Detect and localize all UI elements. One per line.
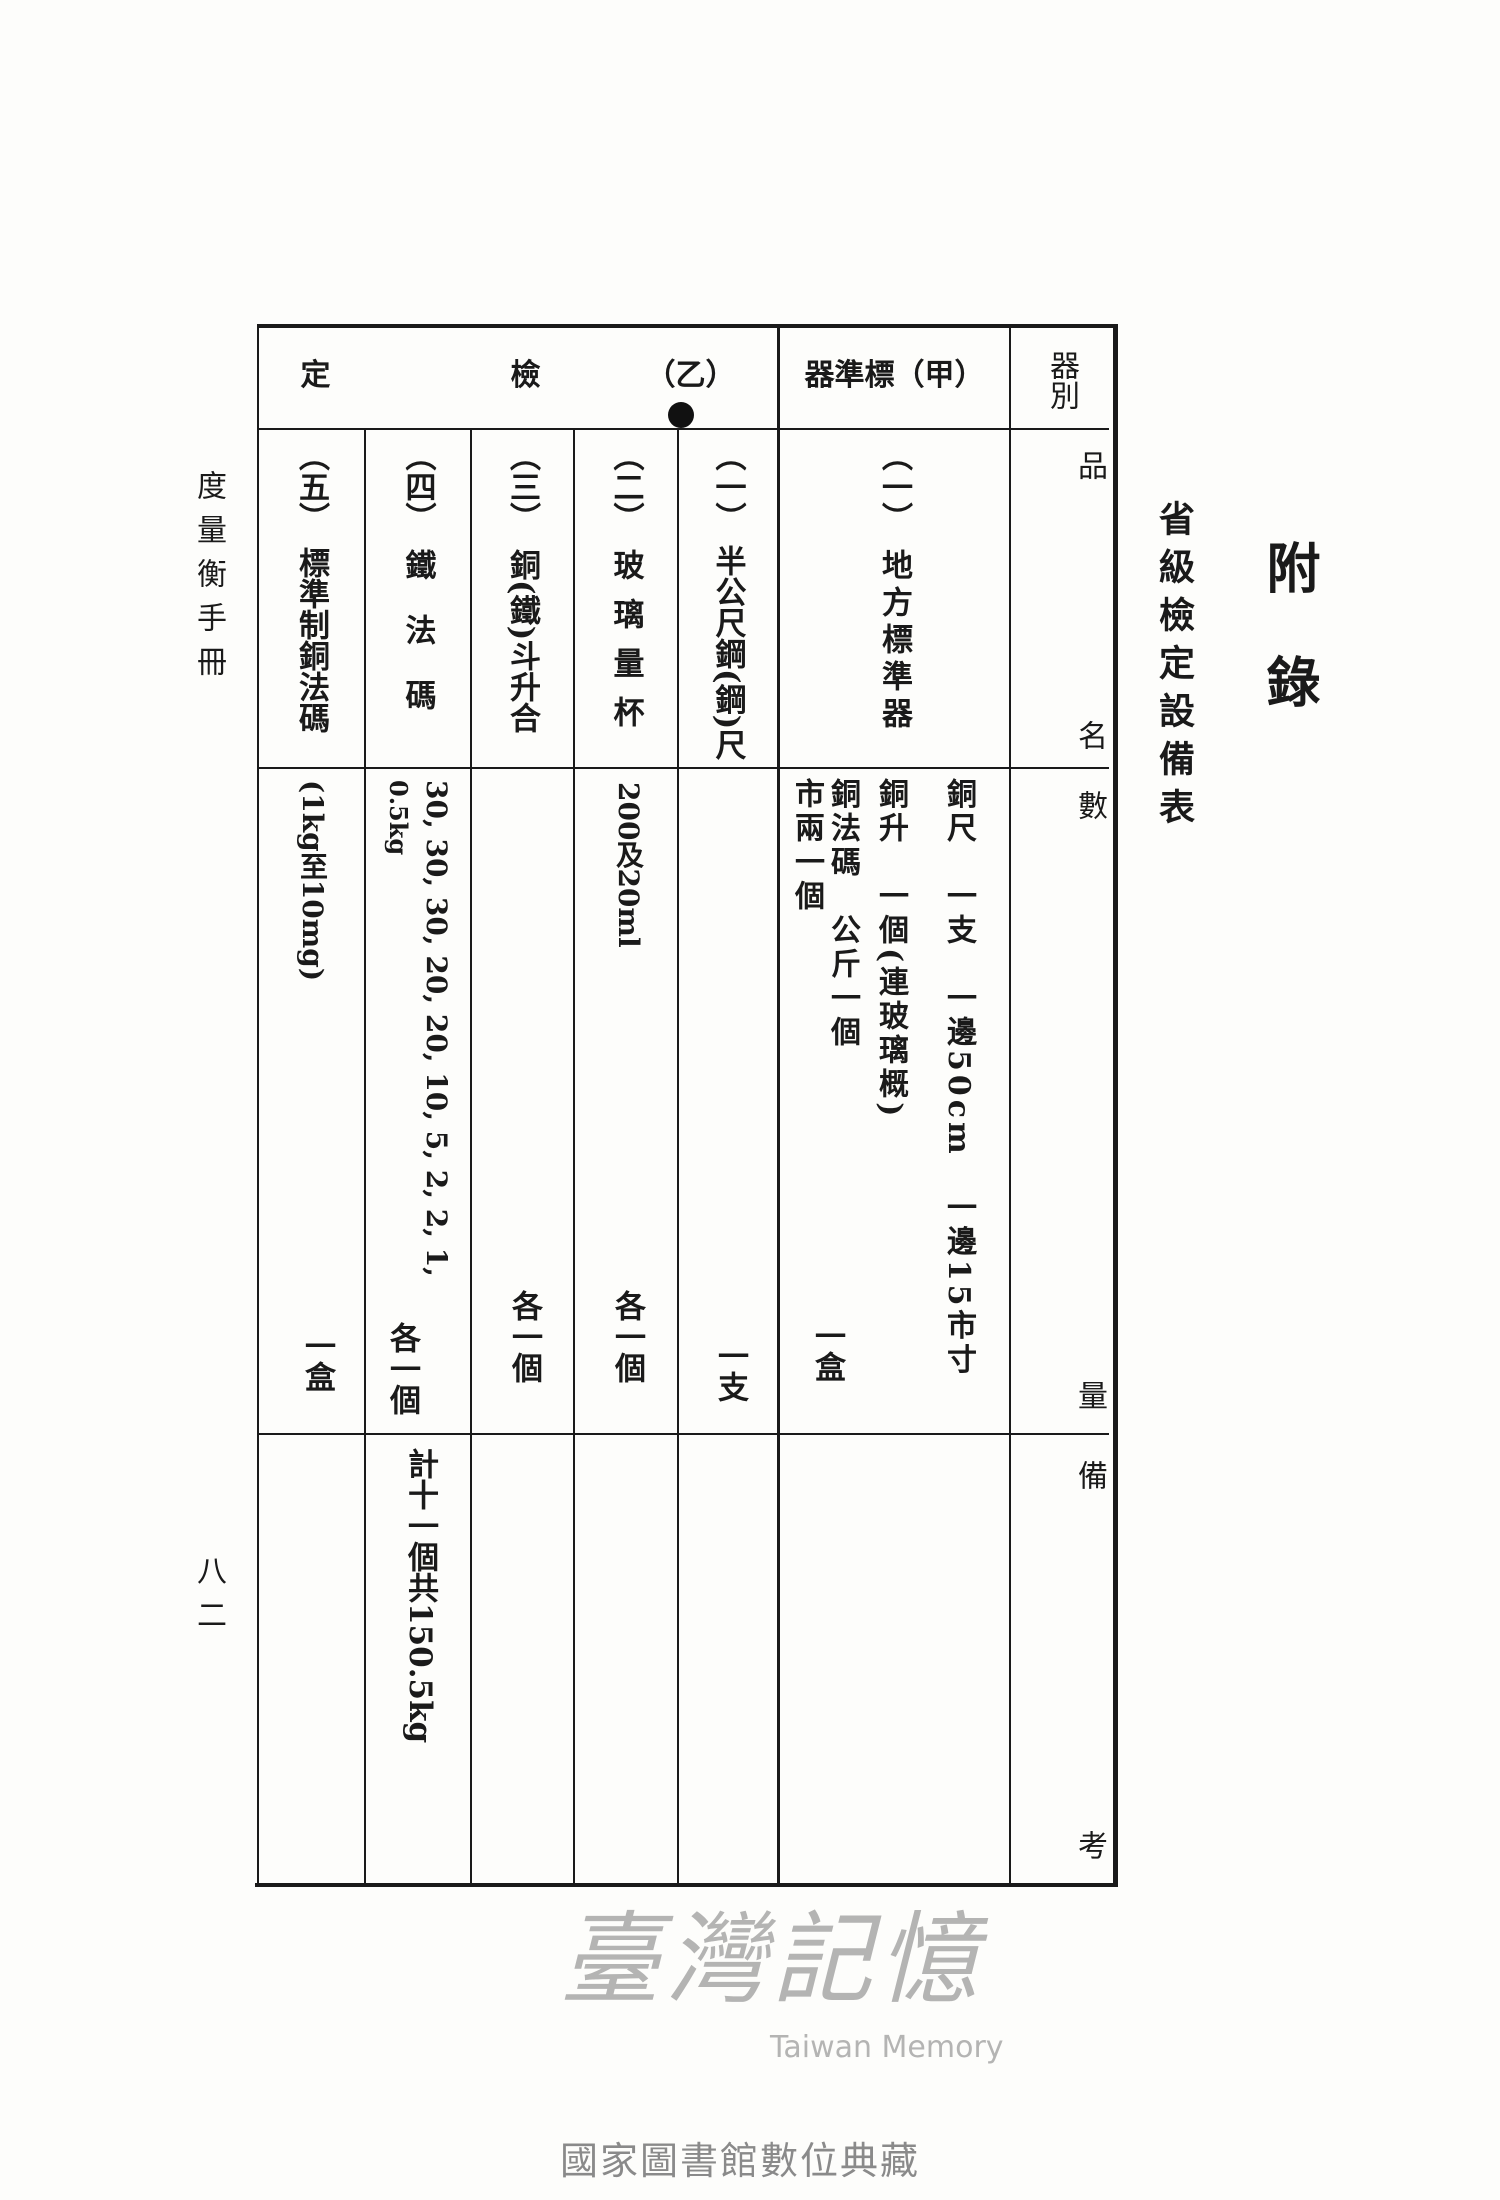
item-count: 一盒 xyxy=(299,1330,335,1392)
row-inspection-2: （二） 玻璃量杯 xyxy=(575,440,677,745)
row-divider xyxy=(259,1433,1109,1435)
row-index: （一） xyxy=(709,440,746,533)
quantity-line: 銅法碼 公斤一個 市兩一個 xyxy=(789,778,860,1084)
watermark-text: Taiwan Memory xyxy=(770,2030,1004,2065)
item-count: 一盒 xyxy=(809,1320,845,1382)
item-name: 鐵法碼 xyxy=(399,549,436,744)
quantity-line: 0.5kg xyxy=(384,780,413,856)
column-divider xyxy=(677,430,679,1885)
label-remarks: 備 考 xyxy=(1011,1450,1111,1870)
running-header: 度量衡手冊 xyxy=(191,470,226,690)
group-header-standard: （甲）標準器 xyxy=(804,358,985,393)
item-name: 銅(鐵)斗升合 xyxy=(504,549,540,734)
label-category: 器別 xyxy=(1044,350,1079,410)
row-inspection-4: （四） 鐵法碼 xyxy=(366,440,470,744)
quantity-line: 銅升 一個(連玻璃概) xyxy=(873,778,908,1121)
row-index: （四） xyxy=(399,440,436,533)
footer-credit: 國家圖書館數位典藏 xyxy=(559,2139,920,2183)
row-inspection-1: （一） 半公尺鋼(鋼)尺 xyxy=(679,440,777,760)
page-number: 八二 xyxy=(191,1555,226,1643)
item-name: 玻璃量杯 xyxy=(607,549,644,745)
row-index: （一） xyxy=(876,440,912,533)
row-divider xyxy=(259,767,1109,769)
label-quantity: 數 量 xyxy=(1011,780,1111,1420)
item-count: 各一個 xyxy=(609,1290,645,1383)
column-divider xyxy=(1009,324,1011,1885)
item-name: 地方標準器 xyxy=(876,549,912,734)
label-remarks-text: 備 考 xyxy=(1072,1460,1107,1860)
item-count: 一支 xyxy=(712,1340,748,1402)
row-standard: （一） 地方標準器 xyxy=(780,440,1009,734)
appendix-title: 附錄 xyxy=(1257,540,1321,768)
column-divider xyxy=(470,430,472,1885)
group-divider xyxy=(777,324,780,1885)
item-name: 標準制銅法碼 xyxy=(293,547,329,733)
row-index: （二） xyxy=(607,440,644,533)
column-divider xyxy=(573,430,575,1885)
quantity-line: 30, 30, 30, 20, 20, 10, 5, 2, 2, 1, xyxy=(420,780,453,1277)
row-divider xyxy=(259,428,1109,430)
quantity-line: 銅尺 一支 一邊50cm 一邊15市寸 xyxy=(941,778,976,1378)
label-name: 品 名 xyxy=(1011,440,1111,760)
group-header-inspection: （乙） 檢 定 xyxy=(300,358,736,393)
quantity-line: (1kg至10mg) xyxy=(296,780,329,982)
label-quantity-text: 數 量 xyxy=(1072,790,1107,1410)
row-inspection-5: （五） 標準制銅法碼 xyxy=(259,440,364,733)
label-name-text: 品 名 xyxy=(1072,450,1107,750)
table-title: 省級檢定設備表 xyxy=(1153,500,1195,836)
row-index: （五） xyxy=(293,440,329,533)
watermark-logo: 臺灣記憶 xyxy=(560,1901,984,2018)
table-bottom-border xyxy=(255,1883,1118,1887)
item-name: 半公尺鋼(鋼)尺 xyxy=(709,545,746,761)
table-left-border xyxy=(257,324,259,1887)
item-count: 各一個 xyxy=(384,1322,420,1415)
ink-blot xyxy=(668,402,694,428)
row-inspection-3: （三） 銅(鐵)斗升合 xyxy=(472,440,573,733)
remarks-text: 計十一個共150.5kg xyxy=(402,1448,438,1744)
table-right-border xyxy=(1113,324,1118,1887)
item-count: 各一個 xyxy=(506,1290,542,1383)
quantity-line: 200及20ml xyxy=(612,782,645,948)
column-divider xyxy=(364,430,366,1885)
table-top-border xyxy=(257,324,1118,328)
row-index: （三） xyxy=(504,440,540,533)
